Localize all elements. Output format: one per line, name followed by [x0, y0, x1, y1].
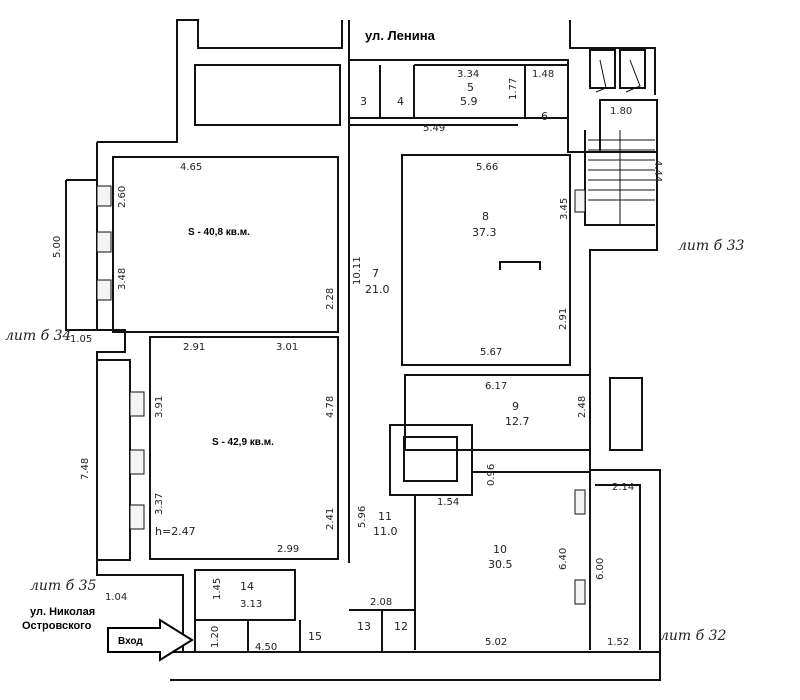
dim-4-50: 4.50	[255, 642, 277, 653]
dim-1-52: 1.52	[607, 637, 629, 648]
dim-2-60: 2.60	[117, 186, 128, 208]
room-11-area: 11.0	[373, 525, 398, 538]
dim-3-37: 3.37	[154, 493, 165, 515]
dim-3-48: 3.48	[117, 268, 128, 290]
dim-5-67: 5.67	[480, 347, 502, 358]
dim-1-77: 1.77	[508, 78, 519, 100]
room-12: 12	[394, 620, 408, 633]
room-8-number: 8	[482, 210, 489, 223]
dim-h-2-47: h=2.47	[155, 525, 196, 538]
dim-2-08: 2.08	[370, 597, 392, 608]
room-15: 15	[308, 630, 322, 643]
lit-b32: лит б 32	[660, 628, 727, 644]
dim-3-34: 3.34	[457, 69, 479, 80]
dim-2-28: 2.28	[325, 288, 336, 310]
room-9-area: 12.7	[505, 415, 530, 428]
windows	[96, 185, 586, 605]
entrance-arrow	[107, 618, 194, 662]
entrance-label: Вход	[118, 636, 143, 647]
walls	[65, 19, 661, 681]
stairs	[588, 59, 655, 225]
labels: ул. Ленина ул. Николая Островского Вход …	[5, 28, 745, 653]
dim-5-02: 5.02	[485, 637, 507, 648]
dim-3-01: 3.01	[276, 342, 298, 353]
room-5-area: 5.9	[460, 95, 478, 108]
dim-3-45: 3.45	[559, 198, 570, 220]
dim-2-99: 2.99	[277, 544, 299, 555]
area-lower-hall: S - 42,9 кв.м.	[212, 437, 274, 448]
dim-1-20: 1.20	[210, 626, 221, 648]
room-4: 4	[397, 95, 404, 108]
room-3: 3	[360, 95, 367, 108]
room-13: 13	[357, 620, 371, 633]
dim-2-91-right: 2.91	[558, 308, 569, 330]
dim-1-48: 1.48	[532, 69, 554, 80]
room-9-number: 9	[512, 400, 519, 413]
dim-5-49: 5.49	[423, 123, 445, 134]
dim-2-14: 2.14	[612, 482, 634, 493]
room-10-area: 30.5	[488, 558, 513, 571]
dim-6-17: 6.17	[485, 381, 507, 392]
dim-3-13: 3.13	[240, 599, 262, 610]
area-upper-hall: S - 40,8 кв.м.	[188, 227, 250, 238]
dim-4-78: 4.78	[325, 396, 336, 418]
dim-1-04: 1.04	[105, 592, 127, 603]
dim-7-48: 7.48	[80, 458, 91, 480]
dim-2-91-top: 2.91	[183, 342, 205, 353]
room-5-number: 5	[467, 81, 474, 94]
dim-6-00: 6.00	[595, 558, 606, 580]
lit-b35: лит б 35	[30, 578, 97, 594]
dim-4-65: 4.65	[180, 162, 202, 173]
dim-1-05: 1.05	[70, 334, 92, 345]
room-7-number: 7	[372, 267, 379, 280]
room-11-number: 11	[378, 510, 392, 523]
dim-1-80: 1.80	[610, 106, 632, 117]
dim-5-96: 5.96	[357, 506, 368, 528]
room-8-area: 37.3	[472, 226, 497, 239]
room-14: 14	[240, 580, 254, 593]
street-left-line2: Островского	[22, 620, 92, 632]
dim-1-54: 1.54	[437, 497, 459, 508]
dim-3-91: 3.91	[154, 396, 165, 418]
room-10-number: 10	[493, 543, 507, 556]
dim-2-41: 2.41	[325, 508, 336, 530]
dim-2-48: 2.48	[577, 396, 588, 418]
dim-5-66: 5.66	[476, 162, 498, 173]
room-7-area: 21.0	[365, 283, 390, 296]
dim-5-00: 5.00	[52, 236, 63, 258]
street-left-line1: ул. Николая	[30, 606, 95, 618]
street-top: ул. Ленина	[365, 28, 436, 43]
room-6: 6	[541, 110, 548, 123]
lit-b33: лит б 33	[678, 238, 745, 254]
dim-4-44: 4.44	[652, 160, 663, 182]
dim-10-11: 10.11	[352, 256, 363, 285]
lit-b34: лит б 34	[5, 328, 71, 344]
dim-6-40: 6.40	[558, 548, 569, 570]
dim-1-45: 1.45	[212, 578, 223, 600]
dim-0-96: 0.96	[486, 464, 497, 486]
